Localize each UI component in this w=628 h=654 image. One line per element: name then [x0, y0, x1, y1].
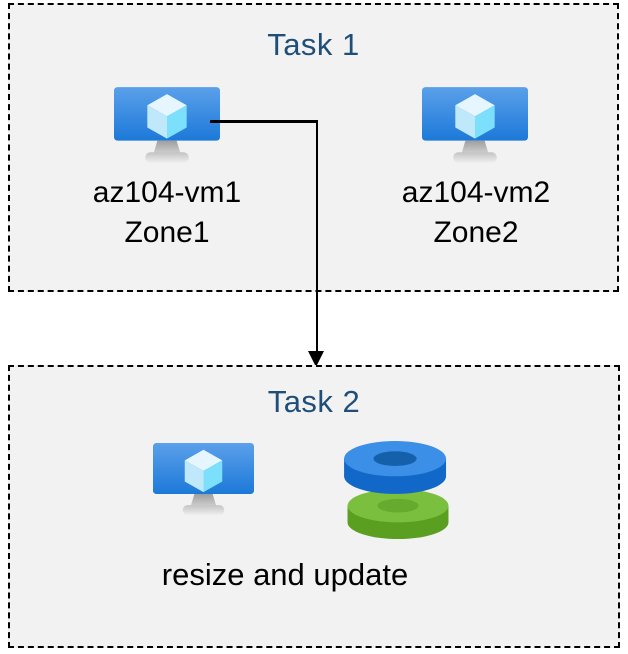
connector-vertical-line [315, 120, 318, 352]
virtual-machine-icon [422, 87, 528, 163]
arrowhead-icon [308, 351, 324, 367]
task2-caption: resize and update [161, 557, 409, 592]
vm2-name: az104-vm2 [401, 176, 551, 209]
vm1-label: az104-vm1 Zone1 [47, 173, 287, 253]
connector-horizontal-line [210, 120, 318, 123]
task2-box: Task 2 [8, 365, 620, 648]
task2-title: Task 2 [267, 384, 361, 419]
task1-title: Task 1 [267, 27, 360, 62]
vm1-name: az104-vm1 [92, 176, 242, 209]
vm2-zone: Zone2 [433, 216, 519, 249]
task1-box: Task 1 az104-vm1 Zone1 az104-vm2 [8, 3, 619, 292]
virtual-machine-icon [114, 87, 220, 163]
vm1-zone: Zone1 [124, 216, 210, 249]
vm2-label: az104-vm2 Zone2 [356, 173, 596, 253]
virtual-machine-icon [153, 443, 254, 516]
managed-disks-icon [344, 441, 449, 540]
